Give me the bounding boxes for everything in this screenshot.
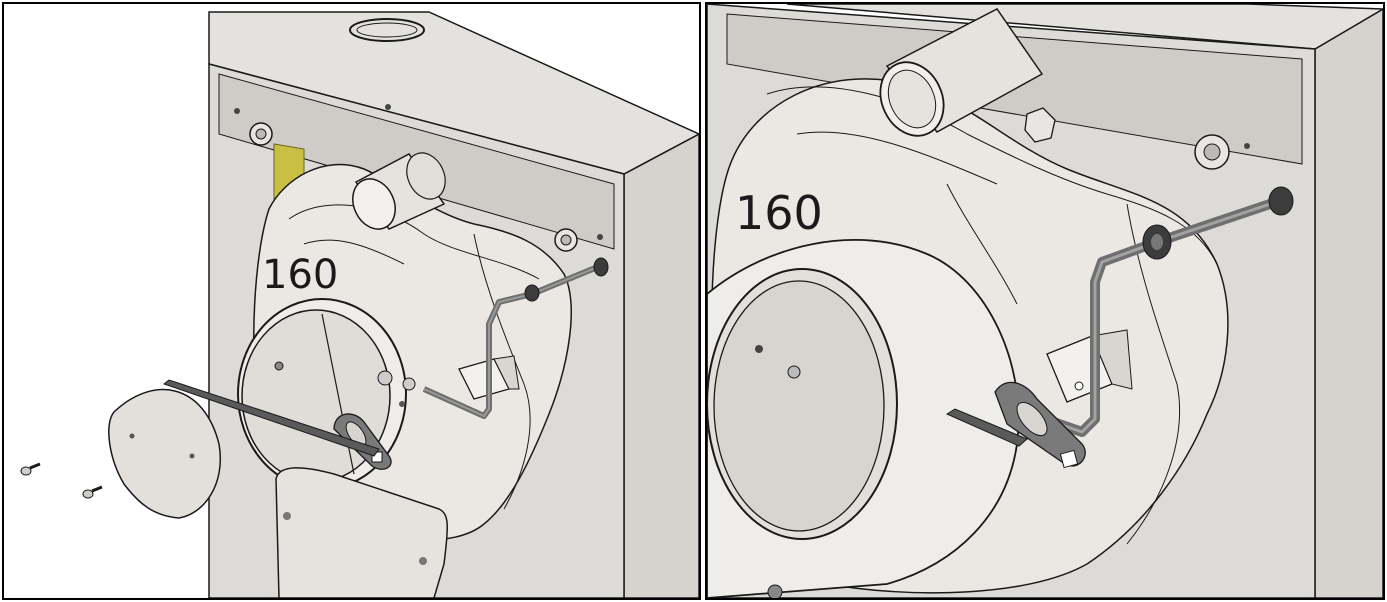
- control-rod: [1000, 186, 1294, 437]
- right-drawing: 160: [707, 4, 1383, 598]
- damper-disc: [108, 388, 221, 519]
- left-panel-exploded-view: 160: [2, 2, 701, 600]
- cabinet-top-face: [208, 11, 699, 175]
- damper-shaft: [162, 379, 380, 457]
- top-oval-slot: [349, 18, 425, 42]
- damper-lever: [333, 413, 392, 470]
- mounting-bolt-right: [554, 228, 578, 252]
- cabinet-side-face: [1314, 8, 1383, 598]
- duct-collar: [707, 239, 1020, 598]
- lower-cover-plate: [275, 467, 449, 598]
- screw-2: [82, 485, 103, 499]
- pipe-stub: [879, 8, 1044, 137]
- rod-bracket: [458, 355, 520, 400]
- cabinet-top-face: [786, 4, 1383, 50]
- damper-shaft: [945, 408, 1028, 447]
- damper-lever: [994, 381, 1086, 469]
- mounting-bolt-left: [249, 122, 273, 146]
- cabinet-side-face: [623, 133, 699, 598]
- size-callout: 160: [262, 252, 338, 298]
- left-drawing: 160: [20, 11, 699, 598]
- screw-1: [20, 462, 41, 476]
- right-panel-assembled-view: 160: [705, 2, 1385, 600]
- control-rod: [377, 257, 609, 419]
- pipe-stub: [352, 152, 446, 230]
- size-callout: 160: [735, 186, 823, 240]
- mounting-bolt: [1194, 134, 1230, 170]
- mounting-nut: [1024, 107, 1056, 143]
